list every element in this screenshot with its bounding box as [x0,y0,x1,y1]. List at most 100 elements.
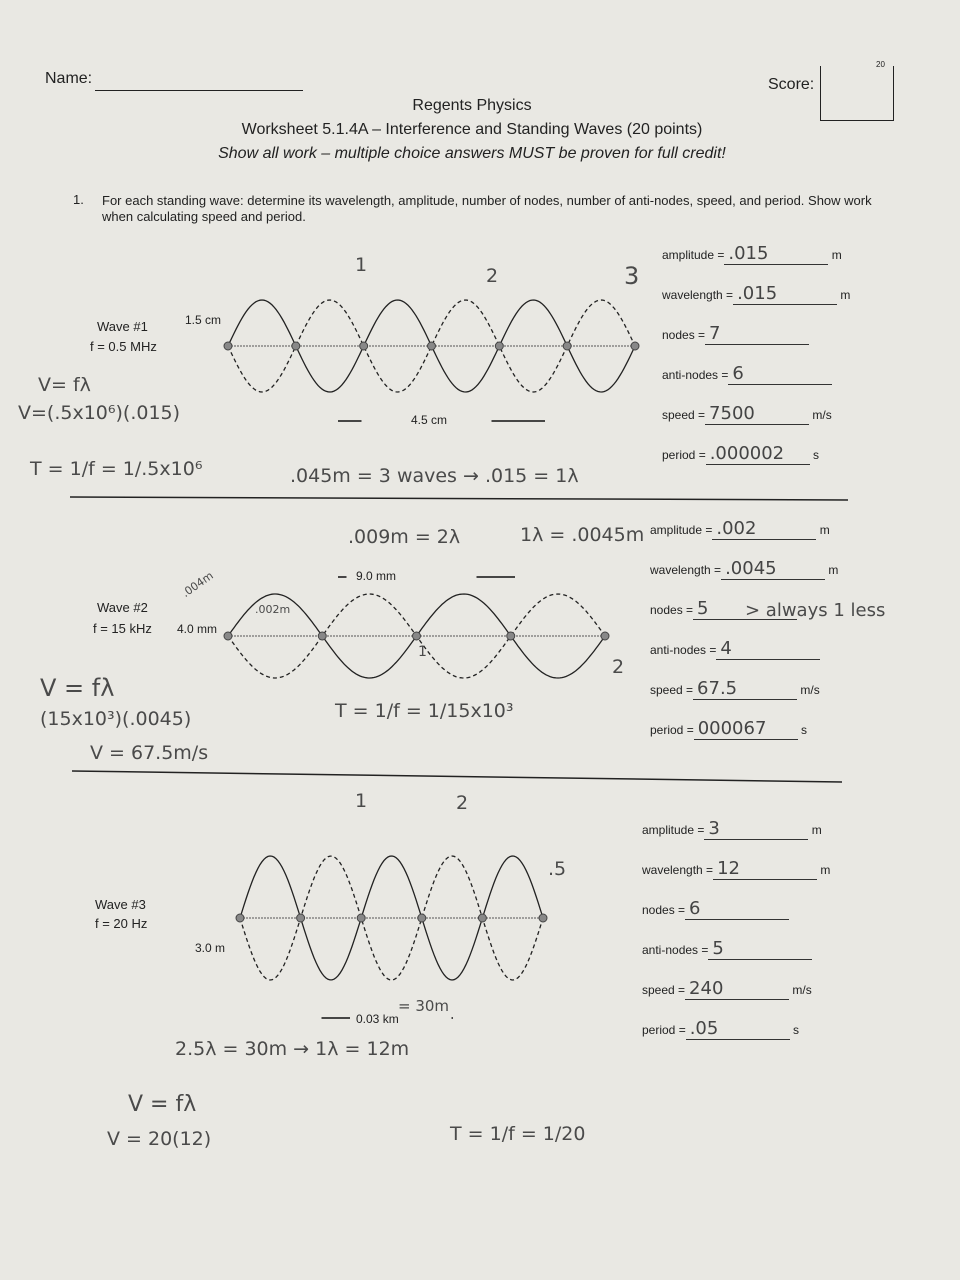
answer-blank[interactable]: 3 [704,818,809,840]
answer-label: anti-nodes = [662,368,729,382]
divider [69,496,849,501]
wave-2-amplitude-label: 4.0 mm [177,622,218,636]
wave-1-diagram [223,299,640,422]
answer-label: period = [662,448,706,462]
answer-blank[interactable]: 6 [728,363,833,385]
answer-label: speed = [650,683,694,697]
answer-label: nodes = [642,903,686,917]
handwritten-mark: .5 [548,858,567,880]
node-dot [600,631,610,641]
work-note: > always 1 less [745,600,886,621]
answer-blank[interactable]: .0045 [721,558,826,580]
answer-blank[interactable]: 6 [685,898,790,920]
answer-row: nodes =7 [662,323,810,345]
node-dot [417,913,427,923]
answer-row: amplitude =.015 m [662,243,842,265]
answer-blank[interactable]: 7500 [705,403,810,425]
answer-unit: m [831,248,842,262]
node-dot [296,913,306,923]
work-line: 1λ = .0045m [520,524,645,546]
node-dot [412,631,421,641]
work-line: V=(.5x10⁶)(.015) [18,402,181,424]
answer-label: amplitude = [650,523,713,537]
answer-blank[interactable]: 12 [713,858,818,880]
node-dot [291,341,301,351]
answer-blank[interactable]: .05 [685,1018,790,1040]
divider [71,770,843,783]
wave-1-length-label: 4.5 cm [411,413,448,427]
answer-unit: m [811,823,822,837]
answer-blank[interactable]: .015 [733,283,838,305]
node-dot [562,341,572,351]
wave-3-amplitude-label: 3.0 m [195,941,226,955]
node-dot [223,341,233,351]
answer-blank[interactable]: 000067 [693,718,798,740]
answer-unit: m [819,523,830,537]
answer-blank[interactable]: .002 [712,518,817,540]
wave-3-frequency: f = 20 Hz [95,916,148,931]
node-dot [317,631,327,641]
answer-unit: s [813,448,820,462]
handwritten-mark: 1 [355,790,368,812]
course-title: Regents Physics [412,97,532,114]
answer-row: nodes =5 [650,598,798,620]
answer-label: wavelength = [642,863,714,877]
answer-blank[interactable]: 7 [705,323,810,345]
handwritten-mark: 2 [612,656,625,678]
answer-label: anti-nodes = [642,943,709,957]
answer-label: wavelength = [662,288,734,302]
answer-blank[interactable]: 4 [716,638,821,660]
work-line: V = 20(12) [107,1128,212,1150]
node-dot [494,341,504,351]
node-dot [538,913,548,923]
answer-blank[interactable]: .000002 [705,443,810,465]
handwritten-mark: 1 [355,254,368,276]
answer-row: speed =7500 m/s [662,403,832,425]
answer-row: nodes =6 [642,898,790,920]
answer-label: nodes = [662,328,706,342]
answer-row: amplitude =3 m [642,818,822,840]
work-line: V= fλ [38,374,91,396]
handwritten-mark: 2 [456,792,469,814]
work-line: V = fλ [40,674,115,702]
handwritten-mark: 1 [418,644,427,660]
answer-row: amplitude =.002 m [650,518,830,540]
answer-label: speed = [662,408,706,422]
answer-label: period = [650,723,694,737]
score-label: Score: [768,76,815,93]
node-dot [427,341,436,351]
question-number: 1. [73,192,84,207]
work-note: .002m [255,603,291,616]
work-note: = 30m [398,997,450,1015]
answer-label: nodes = [650,603,694,617]
wave-solid [239,855,543,981]
node-dot [506,631,516,641]
answer-blank[interactable]: 67.5 [693,678,798,700]
answer-row: wavelength =.0045 m [650,558,838,580]
node-dot [235,913,245,923]
answer-unit: m [820,863,831,877]
handwritten-mark: 3 [624,262,640,290]
work-line: .045m = 3 waves → .015 = 1λ [290,465,579,487]
answer-blank[interactable]: 5 [708,938,813,960]
answer-row: wavelength =12 m [642,858,830,880]
answer-row: anti-nodes =5 [642,938,813,960]
answer-blank[interactable]: 240 [685,978,790,1000]
wave-3-label: Wave #3 [95,897,146,912]
answer-blank[interactable]: 5 [693,598,798,620]
node-dot [356,913,366,923]
work-line: T = 1/f = 1/15x10³ [335,700,514,722]
wave-1-amplitude-label: 1.5 cm [185,313,222,327]
answer-row: period =000067 s [650,718,807,740]
answer-label: speed = [642,983,686,997]
answer-row: speed =67.5 m/s [650,678,820,700]
answer-blank[interactable]: .015 [724,243,829,265]
node-dot [630,341,640,351]
answer-row: period =.000002 s [662,443,819,465]
answer-row: anti-nodes =4 [650,638,821,660]
node-dot [359,341,369,351]
wave-2-length-label: 9.0 mm [356,569,397,583]
answer-unit: m/s [812,408,832,422]
work-line: T = 1/f = 1/20 [450,1123,586,1145]
